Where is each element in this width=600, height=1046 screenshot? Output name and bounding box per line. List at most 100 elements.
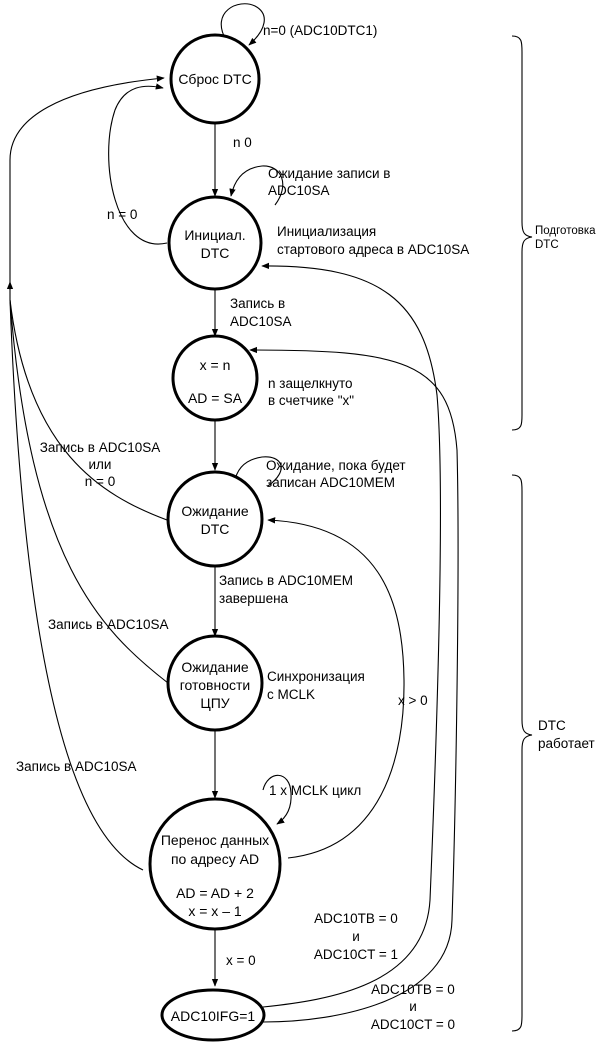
edge-cpu-to-reset [9,299,169,684]
edge-transfer-to-reset [9,299,144,871]
svg-text:x = 0: x = 0 [226,953,256,968]
edge-reset-self-loop [220,3,265,46]
svg-text:записан ADC10MEM: записан ADC10MEM [266,475,395,490]
edge-init-to-reset [108,83,168,245]
svg-text:n = 0: n = 0 [107,207,137,222]
svg-text:завершена: завершена [219,591,289,606]
state-ifg [160,988,266,1042]
svg-text:и: и [352,929,360,944]
state-wait-dtc-label-1: Ожидание [181,503,249,519]
label-init-start-addr-2: стартового адреса в ADC10SA [277,242,469,257]
svg-text:DTC: DTC [535,239,559,251]
label-write-sa-3: Запись в ADC10SA [16,759,137,774]
state-reset [169,33,261,125]
state-transfer-label-3: AD = AD + 2 [176,885,254,901]
state-init [167,195,263,291]
label-tb0-ct0-1: ADC10TB = 0 [371,982,455,997]
svg-text:AD = SA: AD = SA [188,390,243,406]
state-init-label-1: Инициал. [184,227,245,243]
label-wait-mem-1: Ожидание, пока будет [266,458,406,473]
svg-text:DTC: DTC [538,718,566,733]
state-transfer-label-4: x = x – 1 [188,903,242,919]
svg-text:x = x – 1: x = x – 1 [188,903,242,919]
label-n-latched-2: в счетчике "x" [268,393,354,408]
svg-text:Запись в ADC10SA: Запись в ADC10SA [48,617,169,632]
label-n-latched-1: n защелкнуто [268,376,353,391]
label-mem-done-1: Запись в ADC10MEM [219,573,353,588]
svg-text:ADC10CT = 0: ADC10CT = 0 [371,1017,455,1032]
edge-wait-self-loop [232,456,282,487]
svg-text:DTC: DTC [201,521,230,537]
brace-prep-label-2: DTC [535,239,559,251]
state-wait-cpu [166,634,264,732]
state-transfer-label-1: Перенос данных [161,832,269,848]
brace-running-label-1: DTC [538,718,566,733]
svg-text:Ожидание, пока будет: Ожидание, пока будет [266,458,406,473]
state-wait-cpu-label-2: готовности [180,677,251,693]
svg-text:ADC10SA: ADC10SA [230,314,292,329]
svg-text:Инициализация: Инициализация [277,224,376,239]
svg-text:Ожидание: Ожидание [181,659,249,675]
svg-text:готовности: готовности [180,677,251,693]
label-wait-mem-2: записан ADC10MEM [266,475,395,490]
svg-text:в счетчике "x": в счетчике "x" [268,393,354,408]
svg-text:n 0: n 0 [233,135,252,150]
svg-text:Синхронизация: Синхронизация [267,669,365,684]
state-latch-label-1: x = n [200,357,231,373]
svg-text:ADC10IFG=1: ADC10IFG=1 [171,1008,256,1024]
svg-text:Сброс DTC: Сброс DTC [178,71,251,87]
state-transfer-label-2: по адресу AD [171,851,259,867]
label-sync-mclk-1: Синхронизация [267,669,365,684]
state-ifg-label: ADC10IFG=1 [171,1008,256,1024]
label-wait-write-sa-2: ADC10SA [268,183,330,198]
label-mem-done-2: завершена [219,591,289,606]
edge-ifg-to-latch [249,346,459,1023]
state-reset-label: Сброс DTC [178,71,251,87]
state-latch [171,334,259,422]
brace-prep [511,35,533,431]
svg-text:ADC10SA: ADC10SA [268,183,330,198]
svg-text:n=0 (ADC10DTC1): n=0 (ADC10DTC1) [263,23,377,38]
svg-text:x = n: x = n [200,357,231,373]
svg-text:ADC10TB = 0: ADC10TB = 0 [371,982,455,997]
svg-text:n = 0: n = 0 [85,474,115,489]
state-wait-dtc [166,470,264,568]
svg-text:Ожидание записи в: Ожидание записи в [268,166,390,181]
label-reset-loop: n=0 (ADC10DTC1) [263,23,377,38]
svg-text:ADC10TB = 0: ADC10TB = 0 [314,911,398,926]
state-init-label-2: DTC [201,245,230,261]
label-mclk-cycle: 1 x MCLK цикл [269,783,361,798]
brace-running [511,474,533,1032]
svg-text:Ожидание: Ожидание [181,503,249,519]
edge-ifg-to-init [261,262,441,1008]
svg-text:ЦПУ: ЦПУ [200,695,229,711]
svg-text:стартового адреса в ADC10SA: стартового адреса в ADC10SA [277,242,469,257]
label-write-sa-2: ADC10SA [230,314,292,329]
brace-running-label-2: работает [538,736,595,751]
edge-left-trunk-to-reset [9,75,165,161]
svg-text:и: и [409,999,417,1014]
edge-wait-to-reset [9,299,168,521]
label-tb0-ct1-3: ADC10CT = 1 [314,947,398,962]
svg-text:по адресу AD: по адресу AD [171,851,259,867]
svg-text:Перенос данных: Перенос данных [161,832,269,848]
label-write-sa-or-n0-1: Запись в ADC10SA [40,440,161,455]
svg-text:или: или [89,457,112,472]
state-wait-dtc-label-2: DTC [201,521,230,537]
svg-text:Подготовка: Подготовка [535,225,596,237]
svg-text:AD = AD + 2: AD = AD + 2 [176,885,254,901]
svg-text:Запись в ADC10MEM: Запись в ADC10MEM [219,573,353,588]
state-latch-label-2: AD = SA [188,390,243,406]
label-tb0-ct0-2: и [409,999,417,1014]
svg-text:Инициал.: Инициал. [184,227,245,243]
label-n-nonzero: n 0 [233,135,252,150]
label-x-zero: x = 0 [226,953,256,968]
label-write-sa-1: Запись в [230,296,285,311]
state-transfer [148,797,282,931]
svg-text:x > 0: x > 0 [398,693,428,708]
svg-text:Запись в ADC10SA: Запись в ADC10SA [40,440,161,455]
svg-text:Запись в ADC10SA: Запись в ADC10SA [16,759,137,774]
svg-text:работает: работает [538,736,595,751]
brace-prep-label-1: Подготовка [535,225,596,237]
